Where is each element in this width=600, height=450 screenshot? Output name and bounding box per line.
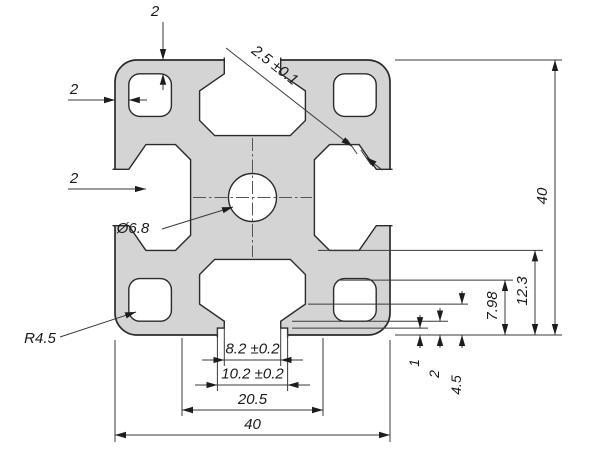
- dim-center-bore: Ø6.8: [116, 206, 234, 237]
- dim-label-slot-opening-width: 8.2 ±0.2: [225, 341, 280, 358]
- top-slot-cavity: [198, 57, 307, 137]
- dim-left-wall: 2: [68, 81, 147, 104]
- dimension-line: [365, 156, 383, 171]
- dim-label-overall-width: 40: [244, 416, 261, 433]
- dim-label-height-to-chamber: 7.98: [484, 291, 501, 321]
- dim-height-to-chamber: 7.98: [338, 279, 513, 335]
- corner-chamber-top-right: [332, 73, 377, 118]
- dim-label-underlip-depth: 4.5: [448, 375, 464, 395]
- dim-label-top-wall: 2: [150, 3, 160, 20]
- corner-chamber-bottom-left: [128, 277, 173, 322]
- dim-height-to-cavity: 12.3: [318, 249, 543, 335]
- dim-corner-radius: R4.5: [24, 311, 137, 347]
- dim-label-step-depth: 1: [406, 359, 422, 367]
- dim-label-corner-radius: R4.5: [24, 330, 56, 347]
- dim-step-depths: 1 2 4.5: [292, 291, 468, 395]
- dim-label-overall-height: 40: [534, 187, 551, 204]
- dim-label-slot-wall: 2: [69, 170, 79, 187]
- dim-label-left-wall: 2: [69, 81, 79, 98]
- extension-tick: [360, 149, 372, 165]
- dim-label-center-bore: Ø6.8: [116, 220, 150, 237]
- dim-overall-width: 40: [114, 340, 391, 442]
- dim-slot-span: 20.5: [181, 338, 324, 416]
- dimension-line: [225, 47, 353, 147]
- dim-slot-wall: 2: [68, 170, 146, 193]
- dim-label-slot-span: 20.5: [237, 391, 268, 408]
- left-slot-cavity: [112, 143, 192, 252]
- corner-chamber-bottom-right: [332, 277, 377, 322]
- leader-line: [59, 311, 137, 338]
- dim-slot-opening-width: 8.2 ±0.2: [202, 323, 303, 366]
- dim-label-slot-outer-width: 10.2 ±0.2: [221, 366, 284, 383]
- corner-chamber-top-left: [128, 73, 173, 118]
- right-slot-cavity: [313, 143, 393, 252]
- dim-overall-height: 40: [395, 59, 562, 336]
- dim-label-lip-depth: 2: [426, 370, 442, 379]
- leader-line: [161, 206, 234, 230]
- extension-tick: [346, 138, 358, 155]
- dim-label-height-to-cavity: 12.3: [514, 276, 531, 306]
- dim-top-wall: 2: [150, 3, 167, 90]
- profile: [112, 57, 393, 338]
